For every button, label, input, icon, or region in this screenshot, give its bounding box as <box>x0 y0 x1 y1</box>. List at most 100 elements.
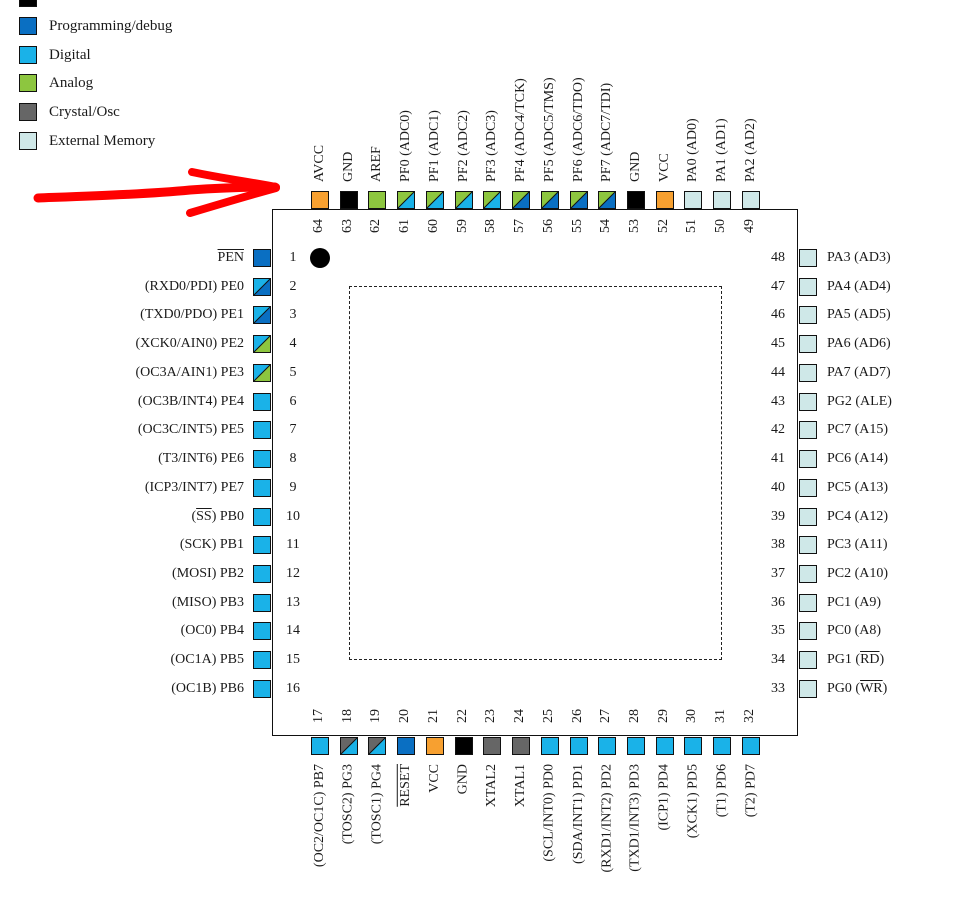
pin-62-label: AREF <box>369 146 385 182</box>
pin-38-label: PC3 (A11) <box>827 537 888 553</box>
legend-label: Crystal/Osc <box>49 103 120 120</box>
pin-14-number: 14 <box>286 623 300 639</box>
pin-6-label: (OC3B/INT4) PE4 <box>137 393 244 409</box>
pin-29-label: (ICP1) PD4 <box>656 764 672 831</box>
pin-22-square <box>454 737 473 755</box>
pin1-indicator-dot <box>310 248 330 268</box>
pin-26-square <box>569 737 588 755</box>
pin-44-number: 44 <box>771 364 785 380</box>
pin-20-square <box>397 737 416 755</box>
pin-60-label: PF1 (ADC1) <box>426 110 442 182</box>
pin-32-square <box>741 737 760 755</box>
pin-46-number: 46 <box>771 307 785 323</box>
legend-item: Crystal/Osc <box>19 102 120 122</box>
legend-item: Digital <box>19 45 91 65</box>
legend-item: External Memory <box>19 131 155 151</box>
pin-23-label: XTAL2 <box>484 764 500 808</box>
pin-19-number: 19 <box>368 709 384 723</box>
pin-28-label: (TXD1/INT3) PD3 <box>628 764 644 872</box>
pin-26-label: (SDA/INT1) PD1 <box>570 764 586 864</box>
pin-4-number: 4 <box>289 336 297 352</box>
pin-7-number: 7 <box>289 422 297 438</box>
pin-47-square <box>799 277 817 296</box>
pin-48-label: PA3 (AD3) <box>827 250 891 265</box>
pin-15-label: (OC1A) PB5 <box>170 652 244 668</box>
pin-25-label: (SCL/INT0) PD0 <box>541 764 557 862</box>
pin-62-square <box>368 191 387 209</box>
pin-12-label: (MOSI) PB2 <box>172 566 244 582</box>
pin-42-number: 42 <box>771 422 785 438</box>
pin-47-number: 47 <box>771 278 785 294</box>
pin-28-number: 28 <box>627 709 643 723</box>
pin-46-square <box>799 306 817 325</box>
pin-34-number: 34 <box>771 652 785 668</box>
pin-11-label: (SCK) PB1 <box>179 537 244 553</box>
pin-5-label: (OC3A/AIN1) PE3 <box>135 364 245 380</box>
pin-49-number: 49 <box>741 219 757 233</box>
pin-17-square <box>311 737 329 755</box>
pin-5-number: 5 <box>289 364 297 380</box>
pin-32-label: (T2) PD7 <box>742 764 758 818</box>
pin-58-number: 58 <box>483 219 499 233</box>
pin-59-number: 59 <box>454 219 470 233</box>
pin-43-label: PG2 (ALE) <box>827 393 892 409</box>
legend-label: Analog <box>49 74 94 91</box>
pin-58-square <box>483 191 502 209</box>
pin-51-label: PA0 (AD0) <box>685 118 701 182</box>
pin-16-number: 16 <box>286 680 300 696</box>
pin-24-label: XTAL1 <box>513 764 529 808</box>
pin-36-label: PC1 (A9) <box>827 594 882 610</box>
pin-21-square <box>425 737 444 755</box>
pin-48-number: 48 <box>771 250 785 265</box>
pin-53-square <box>627 191 646 209</box>
pin-49-label: PA2 (AD2) <box>742 118 758 182</box>
pin-1-number: 1 <box>289 250 297 265</box>
pin-29-number: 29 <box>655 709 671 723</box>
pin-63-number: 63 <box>339 219 355 233</box>
legend-item: Analog <box>19 73 93 93</box>
pin-45-square <box>799 335 817 354</box>
die-outline-dashed <box>349 286 722 660</box>
pin-55-number: 55 <box>569 219 585 233</box>
pin-61-number: 61 <box>397 219 413 233</box>
pin-24-square <box>512 737 531 755</box>
pin-59-label: PF2 (ADC2) <box>455 110 471 182</box>
pin-12-square <box>253 565 271 584</box>
pin-6-number: 6 <box>289 393 297 409</box>
pin-10-label: (SS) PB0 <box>191 508 244 524</box>
pin-62-number: 62 <box>368 219 384 233</box>
pin-13-label: (MISO) PB3 <box>172 594 244 610</box>
pin-45-label: PA6 (AD6) <box>827 336 891 352</box>
pin-60-number: 60 <box>425 219 441 233</box>
pin-3-label: (TXD0/PDO) PE1 <box>140 307 244 323</box>
legend-label: Digital <box>49 46 91 63</box>
pin-21-label: VCC <box>426 764 442 793</box>
pin-54-label: PF7 (ADC7/TDI) <box>599 82 615 182</box>
pin-15-number: 15 <box>286 652 300 668</box>
pin-31-label: (T1) PD6 <box>714 764 730 818</box>
pin-24-number: 24 <box>512 709 528 723</box>
pin-44-label: PA7 (AD7) <box>827 364 891 380</box>
pin-51-square <box>684 191 703 209</box>
pin-30-label: (XCK1) PD5 <box>685 764 701 839</box>
pin-55-label: PF6 (ADC6/TDO) <box>570 77 586 182</box>
pin-2-label: (RXD0/PDI) PE0 <box>144 278 244 294</box>
pin-59-square <box>454 191 473 209</box>
pin-41-label: PC6 (A14) <box>827 451 889 467</box>
pin-36-square <box>799 593 817 612</box>
pin-34-square <box>799 651 817 670</box>
pin-58-label: PF3 (ADC3) <box>484 110 500 182</box>
pin-45-number: 45 <box>771 336 785 352</box>
legend-swatch <box>19 103 37 121</box>
legend-item: Programming/debug <box>19 16 172 36</box>
pin-41-number: 41 <box>771 451 785 467</box>
pin-39-number: 39 <box>771 508 785 524</box>
pin-30-square <box>684 737 703 755</box>
pin-64-square <box>311 191 329 209</box>
pin-51-number: 51 <box>684 219 700 233</box>
pin-43-number: 43 <box>771 393 785 409</box>
pin-29-square <box>655 737 674 755</box>
pin-52-number: 52 <box>655 219 671 233</box>
pin-3-square <box>253 306 271 325</box>
pin-47-label: PA4 (AD4) <box>827 278 891 294</box>
